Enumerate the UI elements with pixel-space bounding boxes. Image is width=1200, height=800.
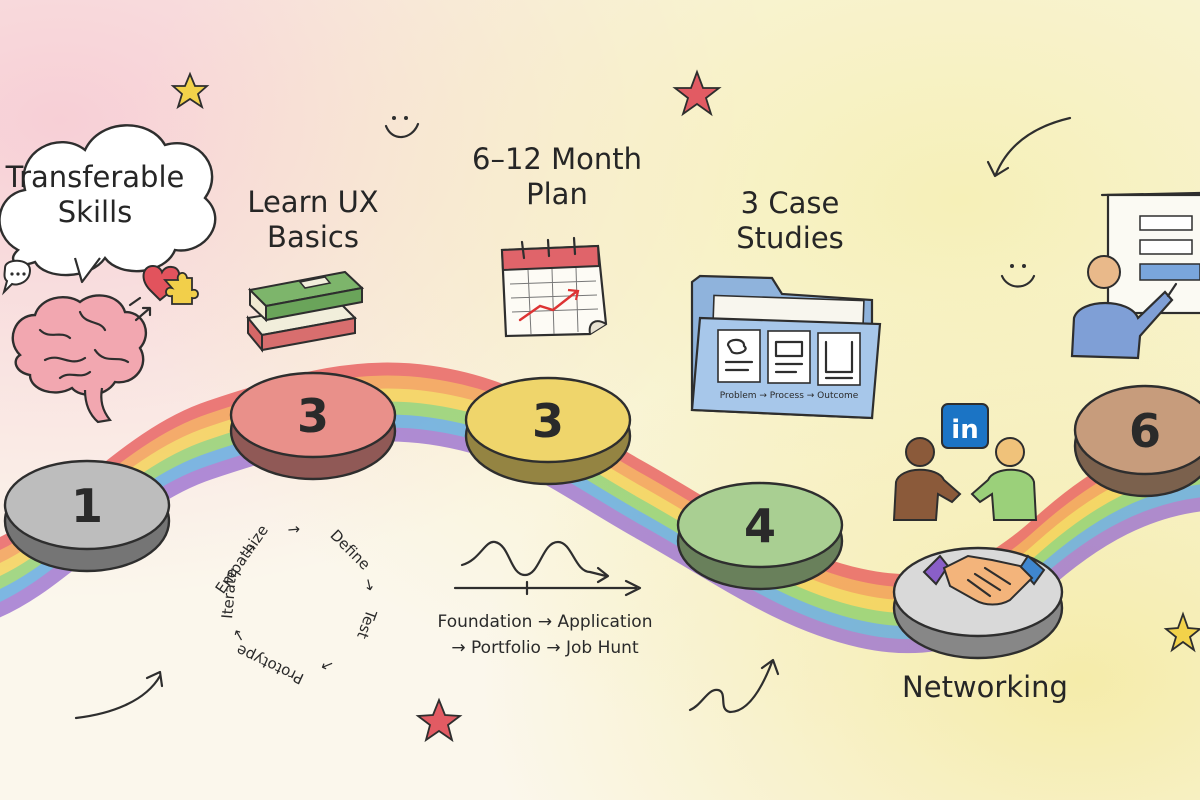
star-icon xyxy=(415,697,463,743)
timeline-line-1: Foundation → Application xyxy=(438,612,653,632)
calendar-icon xyxy=(500,236,608,338)
milestone-stone: 3 xyxy=(229,371,397,481)
milestone-label-transferable-skills: Transferable Skills xyxy=(0,160,190,230)
folder-caption: Problem → Process → Outcome xyxy=(720,391,859,401)
milestone-label-line: Studies xyxy=(736,220,844,255)
brain-icon xyxy=(11,294,147,424)
milestone-label-line: Basics xyxy=(267,219,359,254)
smiley-icon xyxy=(384,116,420,139)
rainbow-band xyxy=(0,362,1200,589)
milestone-stone: 4 xyxy=(676,481,844,591)
milestone-stone: 1 xyxy=(3,459,171,573)
cycle-arrow-icon: → xyxy=(287,520,301,539)
arrow-icon xyxy=(128,296,152,322)
stone-top xyxy=(676,481,844,569)
stone-top xyxy=(229,371,397,459)
stone-number: 4 xyxy=(744,499,776,553)
arrow-icon xyxy=(74,674,162,720)
cycle-arrow-icon: → xyxy=(359,577,379,593)
milestone-stone: 3 xyxy=(464,376,632,486)
milestone-label-case-studies: 3 Case Studies xyxy=(715,186,865,256)
arrow-icon xyxy=(760,658,780,676)
milestone-label-line: Networking xyxy=(902,670,1068,704)
milestone-label-learn-ux-basics: Learn UX Basics xyxy=(228,185,398,255)
stone-number: 3 xyxy=(532,394,564,448)
stone-top xyxy=(3,459,171,551)
linkedin-badge-text: in xyxy=(951,415,978,445)
milestone-stones: 1 3 3 4 6 xyxy=(3,371,1200,660)
speech-bubble-icon xyxy=(2,259,32,296)
milestone-label-month-plan: 6–12 Month Plan xyxy=(452,142,662,212)
people-handshake-icon xyxy=(892,437,1038,521)
arrow-icon xyxy=(986,160,1010,178)
stone-top xyxy=(1073,384,1200,476)
milestone-stone: 6 xyxy=(1073,384,1200,498)
stone-top xyxy=(464,376,632,464)
milestone-label-line: Transferable xyxy=(5,160,185,194)
rainbow-band xyxy=(0,375,1200,602)
stone-number: 1 xyxy=(71,479,103,533)
books-icon xyxy=(246,270,365,353)
folder-icon: Problem → Process → Outcome xyxy=(690,274,882,420)
handshake-icon xyxy=(922,554,1046,606)
cycle-step: Iterate xyxy=(218,568,240,619)
arrow-icon xyxy=(145,670,164,688)
stone-number: 6 xyxy=(1129,404,1161,458)
star-icon xyxy=(672,69,722,117)
presenter-icon xyxy=(1070,191,1200,360)
timeline-wave-icon xyxy=(453,540,642,597)
stone-number: 3 xyxy=(297,389,329,443)
milestone-label-line: Plan xyxy=(526,176,588,211)
arrow-icon xyxy=(688,660,774,714)
smiley-icon xyxy=(1000,264,1036,288)
star-icon xyxy=(170,71,210,110)
milestone-label-line: Learn UX xyxy=(247,185,379,219)
milestone-label-line: 6–12 Month xyxy=(472,142,642,176)
milestone-label-networking: Networking xyxy=(890,670,1080,705)
arrow-icon xyxy=(994,116,1072,176)
timeline-line-2: → Portfolio → Job Hunt xyxy=(451,638,639,658)
rainbow-road xyxy=(0,362,1200,654)
star-icon xyxy=(1163,611,1200,653)
puzzle-icon xyxy=(163,272,199,305)
milestone-label-line: 3 Case xyxy=(740,186,840,220)
rainbow-band xyxy=(0,388,1200,615)
milestone-label-line: Skills xyxy=(57,194,133,229)
thought-cloud-icon xyxy=(0,124,217,284)
linkedin-icon: in xyxy=(941,403,989,449)
